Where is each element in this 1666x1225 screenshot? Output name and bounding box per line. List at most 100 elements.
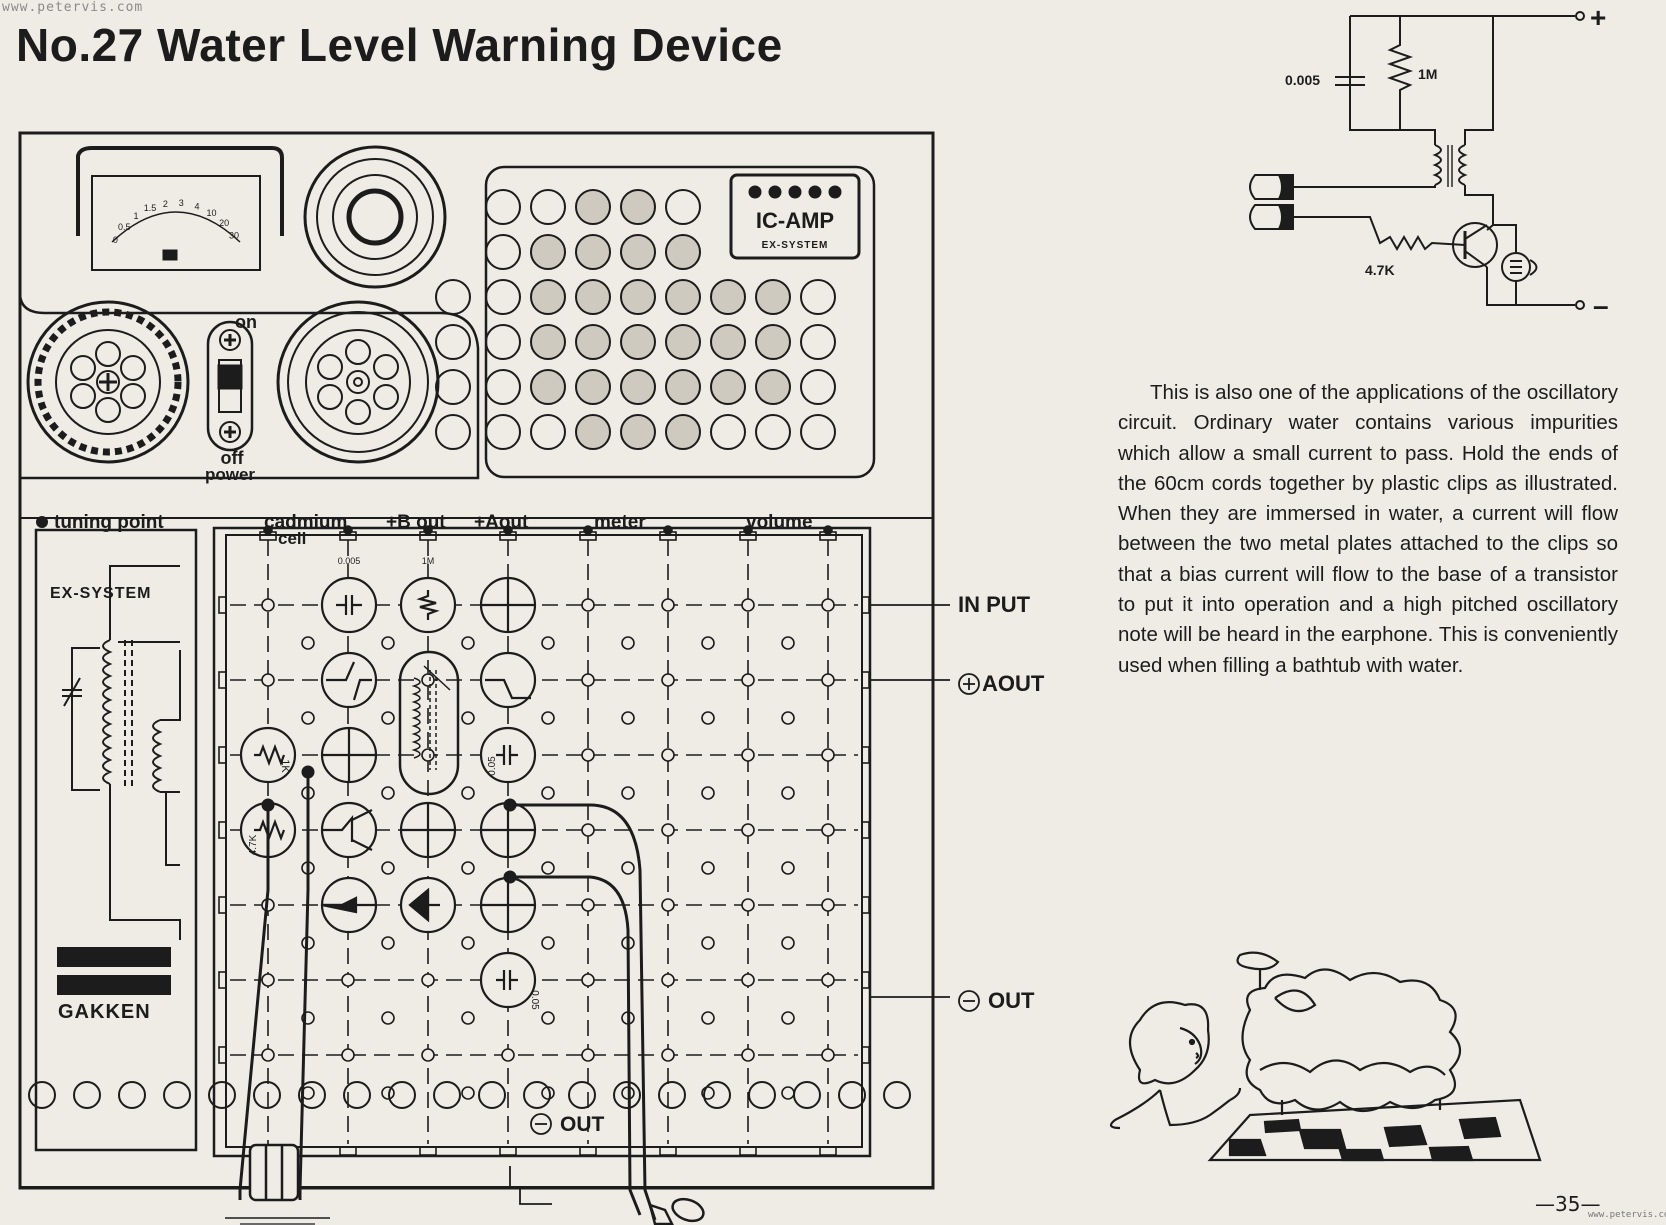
component-disc	[239, 726, 297, 784]
meter-scale-tick: 4	[194, 201, 199, 211]
breadboard-junction	[701, 1011, 715, 1025]
component-disc	[479, 651, 537, 709]
speaker-top	[303, 145, 447, 289]
breadboard-junction	[461, 861, 475, 875]
component-label-47k: 4.7K	[248, 834, 259, 855]
ic-panel-hole	[710, 369, 746, 405]
terminal-label-b-out: +B out	[386, 512, 446, 533]
bottom-strip-hole	[253, 1081, 281, 1109]
ic-panel-hole	[800, 369, 836, 405]
breadboard-edge-clip	[861, 971, 870, 989]
breadboard-junction	[381, 1011, 395, 1025]
ic-amp-badge	[729, 173, 861, 260]
breadboard-junction	[661, 973, 675, 987]
breadboard-junction	[421, 673, 435, 687]
breadboard-junction	[621, 711, 635, 725]
bottom-strip-hole	[163, 1081, 191, 1109]
breadboard-junction	[821, 1048, 835, 1062]
breadboard-junction	[381, 1086, 395, 1100]
breadboard-junction	[301, 711, 315, 725]
cross-wire-symbol	[401, 803, 455, 857]
breadboard-junction	[661, 673, 675, 687]
breadboard-junction	[821, 898, 835, 912]
ic-panel-hole	[530, 189, 566, 225]
breadboard-edge-clip	[218, 971, 227, 989]
water-electrodes	[225, 1143, 330, 1225]
aout-terminal-label: AOUT	[982, 671, 1045, 696]
bathtub-water	[1241, 968, 1462, 1113]
power-switch	[206, 320, 254, 452]
schematic-minus-label: –	[1593, 290, 1609, 321]
breadboard-junction	[741, 748, 755, 762]
site-watermark-url: www.petervis.com	[2, 0, 144, 15]
schematic-cap-label: 0.005	[1285, 72, 1320, 88]
breadboard-edge-clip	[861, 821, 870, 839]
terminal-clip	[339, 531, 357, 541]
breadboard-edge-clip	[218, 821, 227, 839]
ic-panel-hole	[485, 369, 521, 405]
bottom-strip-hole	[838, 1081, 866, 1109]
breadboard-junction	[421, 973, 435, 987]
ic-amp-panel	[484, 165, 876, 479]
component-disc	[479, 951, 537, 1009]
meter-scale-tick: 2	[163, 199, 168, 209]
breadboard-junction	[781, 711, 795, 725]
breadboard-junction	[541, 861, 555, 875]
bottom-strip-hole	[793, 1081, 821, 1109]
breadboard-junction	[741, 898, 755, 912]
wire-bend-symbol	[326, 661, 372, 701]
out-terminal-label: OUT	[988, 988, 1035, 1013]
meter-gauge	[76, 146, 284, 271]
breadboard-junction	[501, 1048, 515, 1062]
breadboard-junction	[581, 823, 595, 837]
breadboard-junction	[541, 936, 555, 950]
breadboard-junction	[381, 936, 395, 950]
breadboard-junction	[461, 786, 475, 800]
switch-power-label: power	[205, 465, 255, 484]
breadboard-junction	[741, 973, 755, 987]
bathtub-cartoon-illustration	[1109, 951, 1542, 1162]
input-terminal-label: IN PUT	[958, 592, 1031, 617]
ic-panel-hole	[665, 189, 701, 225]
breadboard-junction	[781, 1011, 795, 1025]
ic-panel-hole	[530, 234, 566, 270]
terminal-clip	[339, 1146, 357, 1156]
ic-panel-hole	[485, 279, 521, 315]
component-label-005: 0.05	[487, 756, 498, 776]
ic-panel-hole	[530, 324, 566, 360]
component-disc	[320, 576, 378, 634]
breadboard-junction	[781, 786, 795, 800]
terminal-clip	[819, 1146, 837, 1156]
ex-system-module	[34, 528, 198, 1152]
terminal-label-a-out: +Aout	[474, 512, 529, 533]
breadboard-junction	[461, 636, 475, 650]
cross-wire-symbol	[481, 803, 535, 857]
ic-panel-hole	[575, 234, 611, 270]
terminal-clip	[419, 1146, 437, 1156]
ic-panel-hole	[755, 324, 791, 360]
breadboard-junction	[581, 898, 595, 912]
component-label-1m: 1M	[422, 556, 435, 566]
ic-panel-hole	[710, 324, 746, 360]
breadboard-junction	[541, 711, 555, 725]
ic-panel-hole	[485, 414, 521, 450]
meter-scale-tick: 30	[229, 231, 239, 241]
diode-symbol	[408, 887, 430, 923]
volume-knob	[276, 300, 440, 464]
terminal-clip	[579, 1146, 597, 1156]
breadboard-junction	[821, 673, 835, 687]
ic-panel-hole	[620, 279, 656, 315]
switch-on-label: on	[235, 312, 257, 332]
breadboard-junction	[621, 786, 635, 800]
meter-scale-tick: 10	[206, 208, 216, 218]
schematic-res-base-label: 4.7K	[1365, 262, 1395, 278]
breadboard-junction	[461, 1011, 475, 1025]
terminal-clip	[819, 531, 837, 541]
breadboard-edge-clip	[218, 1046, 227, 1064]
meter-scale-tick: 1	[133, 211, 138, 221]
ic-panel-hole	[620, 189, 656, 225]
ic-panel-hole	[485, 189, 521, 225]
breadboard-junction	[701, 936, 715, 950]
component-label-005b: 0.05	[529, 990, 540, 1010]
gakken-brand: GAKKEN	[58, 1001, 151, 1023]
